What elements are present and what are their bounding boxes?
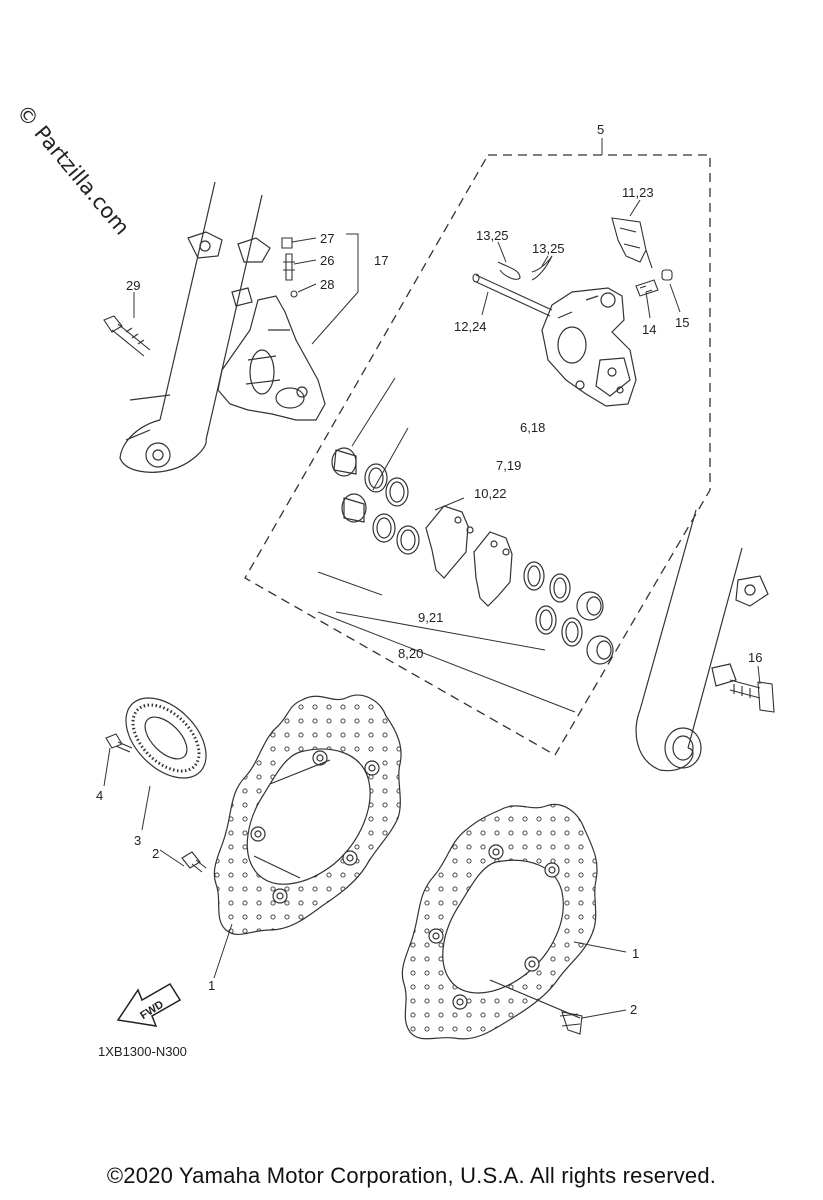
callout-28: 28 bbox=[320, 277, 334, 292]
leader-lines bbox=[103, 199, 761, 1019]
pin-clips bbox=[497, 255, 553, 281]
caliper-body bbox=[541, 287, 637, 407]
callout-6-18: 6,18 bbox=[520, 420, 545, 435]
brake-disc-left bbox=[213, 694, 402, 935]
callout-5: 5 bbox=[597, 122, 604, 137]
callout-7-19: 7,19 bbox=[496, 458, 521, 473]
callout-11-23: 11,23 bbox=[622, 185, 654, 200]
bolt-2-lower bbox=[559, 1011, 583, 1035]
callout-10-22: 10,22 bbox=[474, 486, 507, 501]
left-caliper bbox=[217, 295, 326, 421]
callout-26: 26 bbox=[320, 253, 334, 268]
bolt-2-upper bbox=[181, 851, 207, 873]
fwd-arrow-icon: FWD bbox=[116, 982, 182, 1027]
callout-15: 15 bbox=[675, 315, 689, 330]
callout-4: 4 bbox=[96, 788, 103, 803]
callout-29: 29 bbox=[126, 278, 140, 293]
caliper-assembly-outline bbox=[244, 154, 711, 756]
bolt-16 bbox=[729, 679, 775, 713]
callout-13-25-a: 13,25 bbox=[476, 228, 509, 243]
left-fork-leg bbox=[119, 181, 271, 473]
group-brackets bbox=[317, 377, 576, 713]
bleed-parts bbox=[281, 237, 298, 298]
callout-27: 27 bbox=[320, 231, 334, 246]
callout-8-20: 8,20 bbox=[398, 646, 423, 661]
callout-16: 16 bbox=[748, 650, 762, 665]
diagram-code: 1XB1300-N300 bbox=[98, 1044, 187, 1059]
callout-2-lower: 2 bbox=[630, 1002, 637, 1017]
pad-spring bbox=[611, 217, 653, 269]
screw-4 bbox=[105, 733, 133, 753]
callout-17: 17 bbox=[374, 253, 388, 268]
callout-12-24: 12,24 bbox=[454, 319, 487, 334]
callout-14: 14 bbox=[642, 322, 656, 337]
callout-1-right: 1 bbox=[632, 946, 639, 961]
callout-labels: 5 11,23 13,25 13,25 12,24 14 15 27 26 17… bbox=[96, 122, 762, 1017]
callout-13-25-b: 13,25 bbox=[532, 241, 565, 256]
pad-pin bbox=[472, 273, 553, 317]
bleed-screw bbox=[635, 269, 673, 297]
brake-disc-right bbox=[401, 803, 598, 1040]
callout-3: 3 bbox=[134, 833, 141, 848]
callout-9-21: 9,21 bbox=[418, 610, 443, 625]
brake-pistons-seals-pads bbox=[331, 447, 614, 665]
sensor-rotor bbox=[125, 697, 207, 779]
callout-1-left: 1 bbox=[208, 978, 215, 993]
bolt-29 bbox=[103, 315, 151, 357]
right-fork-leg bbox=[635, 509, 769, 772]
callout-2-upper: 2 bbox=[152, 846, 159, 861]
copyright-footer: ©2020 Yamaha Motor Corporation, U.S.A. A… bbox=[106, 1163, 717, 1188]
